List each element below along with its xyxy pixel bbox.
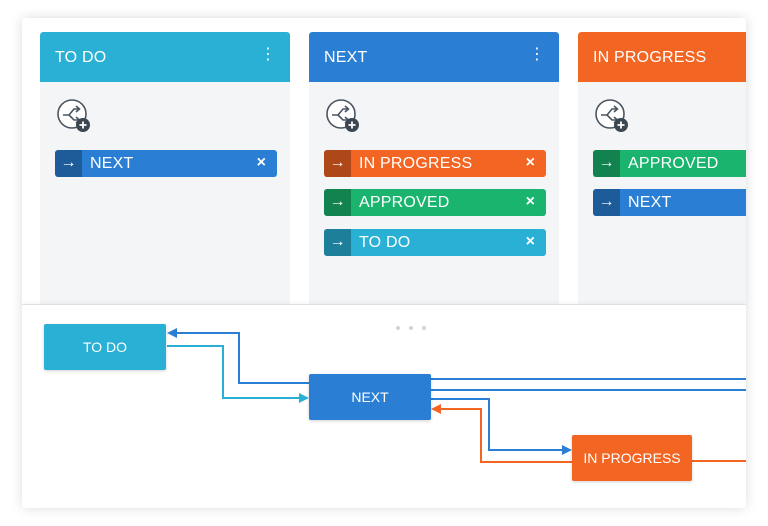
transition-label: IN PROGRESS [359,155,473,172]
diagram-node-next[interactable]: NEXT [309,374,431,420]
transition-label: NEXT [90,155,134,172]
remove-icon[interactable]: × [525,233,535,250]
diagram-node-label: NEXT [351,389,389,405]
edge-todo-to-next-arrowhead [299,393,309,403]
arrow-right-icon: → [55,150,82,177]
transition-pill[interactable]: → TO DO × [324,229,546,256]
diagram-node-label: TO DO [82,339,128,355]
remove-icon[interactable]: × [525,193,535,210]
panel-divider[interactable] [22,304,746,305]
arrow-right-icon: → [593,150,620,177]
add-transition-icon[interactable] [323,96,363,136]
column-header: NEXT ⋮ [309,32,559,82]
column-to-do: TO DO ⋮ → NEXT × [40,32,290,304]
transition-label: TO DO [359,234,411,251]
edge-inprogress-to-next-arrowhead [431,404,441,414]
remove-icon[interactable]: × [525,154,535,171]
column-header: IN PROGRESS [578,32,746,82]
edge-todo-to-next [167,345,300,399]
column-next: NEXT ⋮ → IN PROGRESS × → APPROVED × → TO DO × [309,32,559,304]
diagram-edges [167,328,746,463]
transition-pill[interactable]: →NEXT× [593,189,746,216]
edge-next-to-todo [176,332,309,384]
vertical-dots-icon[interactable]: ⋮ [260,46,276,63]
column-in-progress: IN PROGRESS→APPROVED×→NEXT× [578,32,746,304]
column-title: IN PROGRESS [593,49,707,66]
workflow-editor: TO DO ⋮ → NEXT × NEXT ⋮ → IN PROGRESS × → APPROVED ×… [22,18,746,508]
add-transition-icon[interactable] [592,96,632,136]
workflow-diagram: TO DO NEXT IN PROGRESS [22,305,746,508]
column-title: TO DO [55,49,107,66]
arrow-right-icon: → [593,189,620,216]
transition-label: APPROVED [628,155,719,172]
transition-pill[interactable]: → IN PROGRESS × [324,150,546,177]
edge-next-to-inprogress-arrowhead [562,445,572,455]
diagram-node-label: IN PROGRESS [583,450,681,466]
arrow-right-icon: → [324,150,351,177]
arrow-right-icon: → [324,229,351,256]
drag-handle-icon[interactable] [396,317,436,330]
column-header: TO DO ⋮ [40,32,290,82]
transition-label: NEXT [628,194,672,211]
transition-pill[interactable]: → NEXT × [55,150,277,177]
remove-icon[interactable]: × [256,154,266,171]
add-transition-icon[interactable] [54,96,94,136]
workflow-board: TO DO ⋮ → NEXT × NEXT ⋮ → IN PROGRESS × → APPROVED ×… [22,18,746,304]
edge-next-to-inprogress [431,398,563,451]
column-title: NEXT [324,49,368,66]
vertical-dots-icon[interactable]: ⋮ [529,46,545,63]
transition-label: APPROVED [359,194,450,211]
edge-inprogress-to-next [440,408,572,463]
transition-pill[interactable]: →APPROVED× [593,150,746,177]
diagram-node-todo[interactable]: TO DO [44,324,166,370]
transition-pill[interactable]: → APPROVED × [324,189,546,216]
edge-next-to-todo-arrowhead [167,328,177,338]
diagram-node-in-progress[interactable]: IN PROGRESS [572,435,692,481]
arrow-right-icon: → [324,189,351,216]
